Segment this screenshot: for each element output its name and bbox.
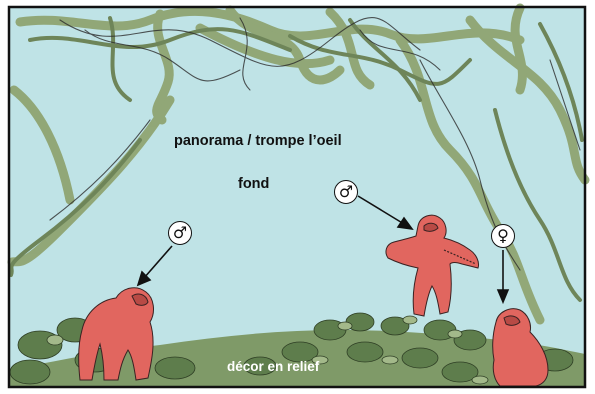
female-symbol-right: ♀ [491,224,515,248]
label-panorama: panorama / trompe l’oeil [174,133,342,149]
label-relief: décor en relief [227,359,319,374]
label-fond: fond [238,176,269,192]
male-symbol-left: ♂ [168,221,192,245]
male-symbol-center: ♂ [334,180,358,204]
